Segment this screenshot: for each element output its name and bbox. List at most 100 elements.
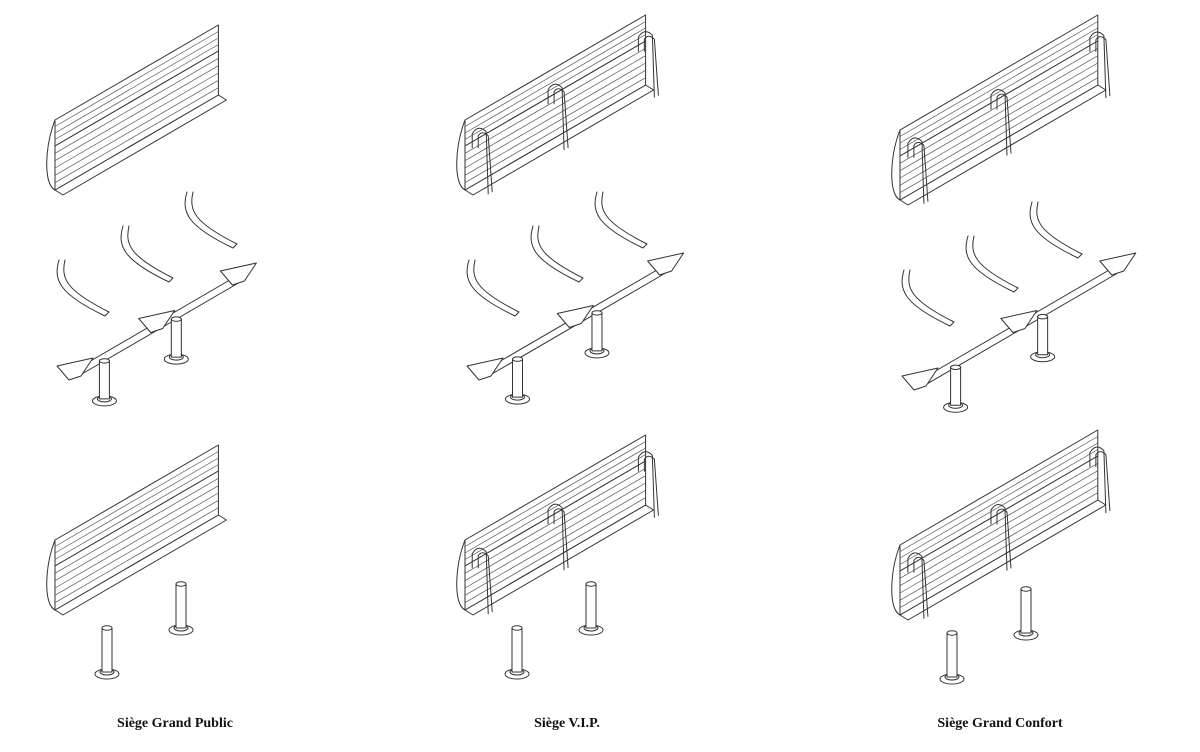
seat-bracket-2 bbox=[556, 305, 594, 328]
backrest-slat bbox=[464, 34, 646, 140]
seat-slat bbox=[464, 468, 646, 574]
seat-slat bbox=[464, 55, 646, 161]
seat-slat bbox=[899, 477, 1098, 594]
seat-slat bbox=[899, 470, 1098, 586]
armrest-2 bbox=[547, 503, 565, 571]
leg bbox=[94, 625, 120, 680]
seat-end-profile bbox=[46, 539, 56, 611]
backrest-slat bbox=[899, 436, 1098, 552]
seat-slat bbox=[54, 478, 219, 574]
curved-support-3 bbox=[594, 191, 648, 249]
seat-assembly bbox=[891, 14, 1111, 206]
seat-bracket-2 bbox=[1000, 310, 1038, 333]
backrest-slat bbox=[54, 451, 219, 547]
seat-assembly bbox=[456, 434, 659, 616]
armrest-2 bbox=[990, 89, 1008, 156]
armrest-3 bbox=[637, 31, 655, 98]
leg-top bbox=[1037, 314, 1049, 320]
curved-supports bbox=[56, 191, 238, 317]
armrest-inner-2 bbox=[553, 88, 569, 149]
armrest-inner-3 bbox=[643, 35, 659, 96]
seat-end-profile bbox=[891, 129, 901, 201]
backrest-slat bbox=[464, 454, 646, 560]
seat-slat bbox=[54, 507, 219, 603]
leg bbox=[943, 364, 969, 413]
curved-support-2 bbox=[530, 225, 584, 283]
seat-slat bbox=[54, 58, 219, 154]
leg-post bbox=[98, 360, 110, 400]
leg-post bbox=[175, 583, 187, 629]
seat-assembly bbox=[456, 14, 659, 196]
leg-top bbox=[585, 581, 597, 587]
armrest-inner-1 bbox=[477, 552, 493, 613]
backrest-slat bbox=[54, 37, 219, 134]
seat-slat bbox=[464, 490, 646, 596]
seat-slat bbox=[54, 80, 219, 176]
seat-bracket-3 bbox=[219, 262, 257, 286]
leg-top bbox=[511, 625, 523, 631]
seat-slat bbox=[464, 482, 646, 589]
armrest-3 bbox=[1089, 31, 1107, 99]
armrest-inner-2 bbox=[996, 508, 1012, 569]
armrest-inner-3 bbox=[1095, 451, 1111, 512]
seat-slat bbox=[464, 77, 646, 183]
leg-post bbox=[101, 627, 113, 673]
seat-slat bbox=[899, 77, 1098, 193]
curved-supports bbox=[466, 191, 648, 317]
curved-support-2 bbox=[965, 235, 1019, 293]
armrest-inner-1 bbox=[477, 132, 493, 193]
leg bbox=[578, 581, 604, 636]
seat-slat bbox=[899, 62, 1098, 179]
seat-slat bbox=[54, 485, 219, 581]
seat-slat bbox=[54, 65, 219, 161]
leg bbox=[1030, 314, 1056, 363]
seat-slat bbox=[899, 48, 1098, 164]
grand-confort-assembled-view bbox=[891, 429, 1111, 685]
leg-top bbox=[101, 625, 113, 631]
backrest-slat bbox=[899, 449, 1098, 565]
seat-bracket-1 bbox=[901, 367, 939, 391]
support-frame bbox=[56, 262, 257, 407]
armrest-inner-3 bbox=[1095, 36, 1111, 97]
backrest-slat bbox=[54, 31, 219, 127]
armrest-2 bbox=[990, 504, 1008, 571]
leg-post bbox=[585, 583, 597, 629]
seat-bracket-3 bbox=[647, 252, 685, 276]
backrest-slat bbox=[54, 464, 219, 560]
leg bbox=[584, 310, 610, 359]
armrest-1 bbox=[907, 552, 925, 619]
seat-slat bbox=[464, 48, 646, 154]
armrest-inner-3 bbox=[643, 455, 659, 516]
curved-support-3 bbox=[184, 191, 238, 249]
armrest-2 bbox=[547, 83, 565, 151]
backrest-slat bbox=[899, 27, 1098, 144]
leg bbox=[504, 625, 530, 680]
seat-slat bbox=[54, 87, 219, 183]
curved-supports bbox=[901, 201, 1083, 327]
seat-bracket-3 bbox=[1099, 252, 1137, 276]
support-frame bbox=[901, 252, 1137, 413]
caption-grand-confort: Siège Grand Confort bbox=[937, 716, 1063, 731]
seat-bracket-1 bbox=[56, 357, 94, 381]
leg-post bbox=[512, 358, 524, 398]
leg bbox=[163, 316, 189, 365]
armrest-inner-2 bbox=[996, 93, 1012, 154]
backrest-slat bbox=[899, 442, 1098, 559]
leg-top bbox=[175, 581, 187, 587]
leg-post bbox=[1037, 316, 1049, 356]
seat-assembly bbox=[46, 24, 227, 196]
leg-top bbox=[950, 364, 962, 370]
leg-top bbox=[591, 310, 603, 316]
seat-slat bbox=[899, 492, 1098, 608]
grand-public-assembled-view bbox=[46, 444, 227, 680]
leg-post bbox=[170, 318, 182, 358]
backrest-slat bbox=[464, 441, 646, 547]
caption-vip: Siège V.I.P. bbox=[534, 716, 600, 731]
curved-support-1 bbox=[901, 269, 955, 327]
backrest-slat bbox=[899, 21, 1098, 137]
leg-post bbox=[950, 366, 962, 406]
armrest-3 bbox=[1089, 446, 1107, 514]
seat-slat bbox=[464, 497, 646, 603]
seat-slat bbox=[54, 492, 219, 589]
leg-top bbox=[98, 358, 110, 364]
